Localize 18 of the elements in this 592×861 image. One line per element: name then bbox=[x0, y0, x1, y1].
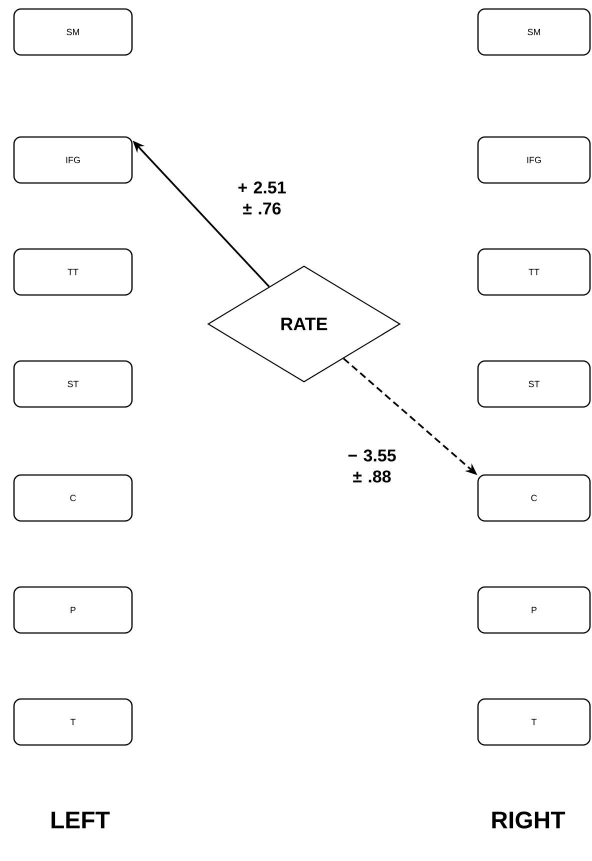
region-box: C bbox=[13, 474, 133, 522]
region-box: T bbox=[13, 698, 133, 746]
region-box: T bbox=[477, 698, 591, 746]
region-box: IFG bbox=[13, 136, 133, 184]
region-box: P bbox=[13, 586, 133, 634]
region-box: SM bbox=[477, 8, 591, 56]
edge-label: − 3.55 ± .88 bbox=[345, 448, 399, 484]
edge-label: + 2.51 ± .76 bbox=[235, 180, 289, 216]
region-box: P bbox=[477, 586, 591, 634]
region-box: ST bbox=[477, 360, 591, 408]
side-label: LEFT bbox=[52, 812, 110, 828]
region-box: SM bbox=[13, 8, 133, 56]
side-label: RIGHT bbox=[492, 812, 566, 828]
region-box: C bbox=[477, 474, 591, 522]
region-box: IFG bbox=[477, 136, 591, 184]
region-box: ST bbox=[13, 360, 133, 408]
region-box: TT bbox=[13, 248, 133, 296]
region-box: TT bbox=[477, 248, 591, 296]
